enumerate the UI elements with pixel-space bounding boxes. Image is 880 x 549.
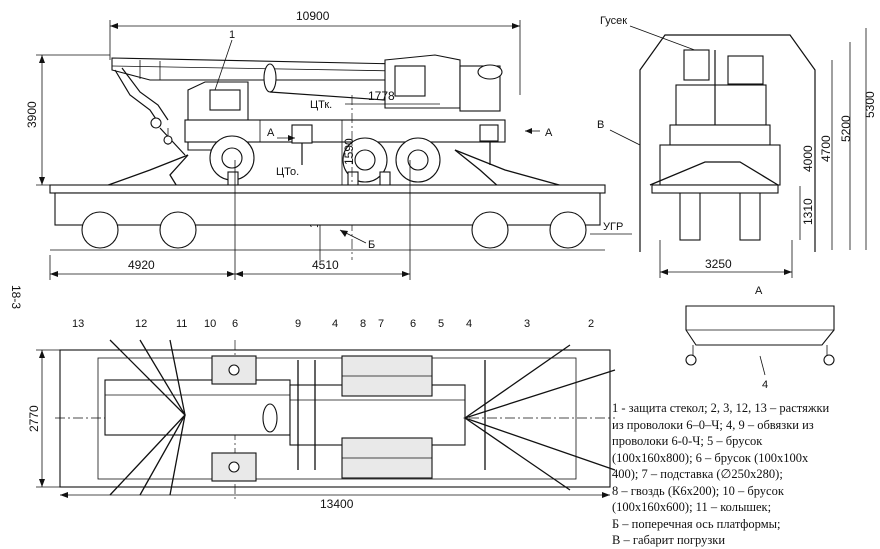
callout-13: 13: [72, 318, 84, 330]
legend-line: 1 - защита стекол; 2, 3, 12, 13 – растяж…: [612, 401, 830, 415]
callout-5: 5: [438, 318, 444, 330]
legend-line: Б – поперечная ось платформы;: [612, 516, 781, 531]
label-gusek: Гусек: [600, 15, 627, 27]
legend-line: из проволоки 6–0–Ч; 4, 9 – обвязки из: [612, 417, 814, 432]
legend-line: (100х160х800); 6 – брусок (100х100х: [612, 450, 809, 465]
callout-11: 11: [176, 318, 187, 330]
view-a: А 4: [685, 285, 835, 391]
legend: 1 - защита стекол; 2, 3, 12, 13 – растяж…: [612, 400, 874, 549]
platform-bogies: [81, 211, 587, 249]
dim-1590: 1590: [342, 138, 356, 165]
callout-4b: 4: [466, 318, 472, 330]
legend-line: проволоки 6-0-Ч; 5 – брусок: [612, 434, 763, 448]
plan-blocks: [211, 355, 433, 482]
callout-1: 1: [229, 29, 235, 41]
label-axis-b: Б: [368, 239, 375, 251]
side-view: 10900 3900 1: [25, 9, 632, 280]
callout-10: 10: [204, 318, 216, 330]
plan-callouts: 13 12 11 10 6 9 4 8 7 6 5 4 3 2: [72, 318, 594, 330]
dim-5200: 5200: [839, 115, 853, 142]
callout-8: 8: [360, 318, 366, 330]
view-a-title: А: [755, 285, 763, 297]
callout-6b: 6: [410, 318, 416, 330]
callout-6a: 6: [232, 318, 238, 330]
callout-7: 7: [378, 318, 384, 330]
dim-4700: 4700: [819, 135, 833, 162]
dim-2770: 2770: [27, 405, 41, 432]
callout-9: 9: [295, 318, 301, 330]
legend-line: В – габарит погрузки: [612, 533, 726, 547]
label-ctk: ЦТк.: [310, 99, 332, 111]
crane-wheels: [209, 135, 441, 183]
label-gabarit-b: В: [597, 119, 604, 131]
dim-10900: 10900: [296, 9, 330, 23]
dim-4510: 4510: [312, 258, 339, 272]
legend-line: 400); 7 – подставка (∅250х280);: [612, 467, 783, 481]
plan-view: 18-3 2770: [9, 285, 616, 511]
dim-4920: 4920: [128, 258, 155, 272]
dim-1310: 1310: [801, 198, 815, 225]
dim-3250: 3250: [705, 257, 732, 271]
dim-1778: 1778: [368, 89, 395, 103]
dim-5300: 5300: [863, 91, 877, 118]
label-a-right: А: [545, 127, 553, 139]
legend-line: 8 – гвоздь (К6х200); 10 – брусок: [612, 483, 784, 498]
dim-3900: 3900: [25, 101, 39, 128]
label-a-left: А: [267, 127, 275, 139]
label-cto: ЦТо.: [276, 166, 299, 178]
callout-3: 3: [524, 318, 530, 330]
callout-12: 12: [135, 318, 147, 330]
callout-2: 2: [588, 318, 594, 330]
side-code: 18-3: [9, 285, 23, 309]
legend-line: (100х160х600); 11 – колышек;: [612, 500, 772, 514]
dim-13400: 13400: [320, 497, 354, 511]
end-view: Гусек В 1310 4000 4700 5200 5300: [597, 15, 877, 278]
label-ugr: УГР: [603, 221, 623, 233]
view-a-callout-4: 4: [762, 379, 768, 391]
callout-4a: 4: [332, 318, 338, 330]
dim-4000: 4000: [801, 145, 815, 172]
